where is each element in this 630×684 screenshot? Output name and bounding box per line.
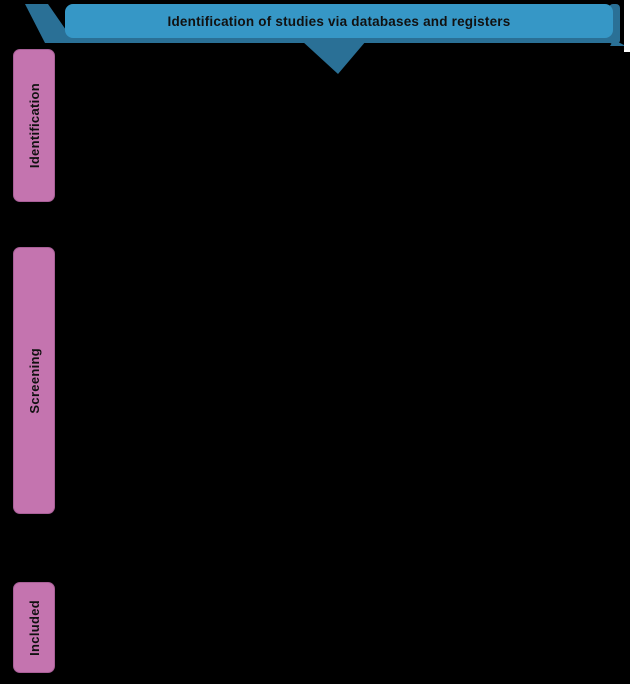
banner-title: Identification of studies via databases …	[167, 13, 511, 29]
side-label-included: Included	[13, 582, 55, 673]
banner-right-tail-icon	[610, 40, 626, 46]
side-label-included-text: Included	[26, 599, 42, 656]
banner: Identification of studies via databases …	[65, 4, 613, 38]
top-right-white-strip	[624, 0, 630, 52]
banner-pointer-down-icon	[302, 41, 366, 74]
side-label-identification: Identification	[13, 49, 55, 202]
side-label-screening: Screening	[13, 247, 55, 514]
side-label-identification-text: Identification	[26, 82, 42, 169]
side-label-screening-text: Screening	[26, 347, 42, 414]
